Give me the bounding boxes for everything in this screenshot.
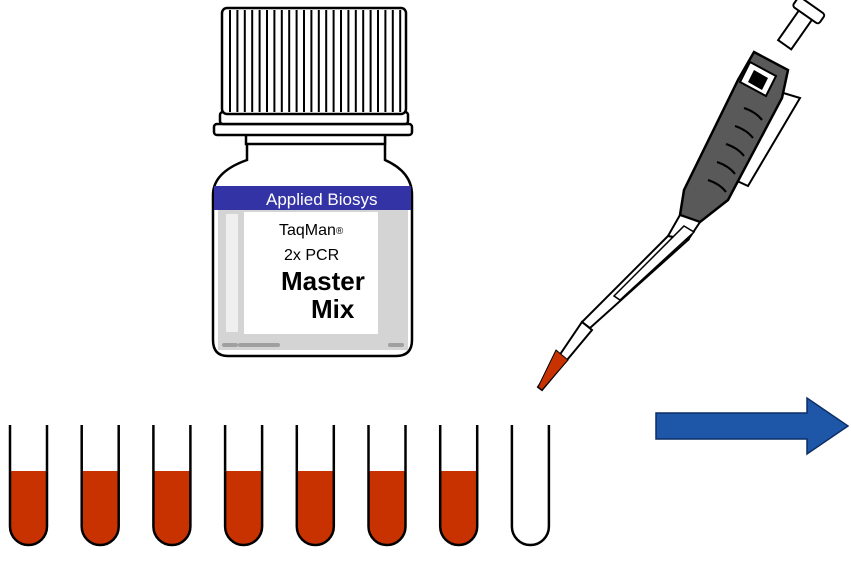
sample-tube [153, 425, 190, 545]
product-name: TaqMan [279, 222, 336, 239]
bottle-cap [222, 8, 406, 114]
pipette [538, 0, 825, 390]
sample-tube [10, 425, 47, 545]
pipette-ejector-rod [614, 226, 694, 300]
pipette-plunger [772, 0, 826, 54]
sample-tube [297, 425, 334, 545]
tube-liquid [440, 471, 477, 545]
sample-tube [369, 425, 406, 545]
pipette-tip-liquid [538, 350, 568, 390]
registered-mark: ® [336, 226, 344, 237]
sample-tube [440, 425, 477, 545]
tube-liquid [369, 471, 406, 545]
bottle-brand-text: Applied Biosys [266, 190, 378, 209]
sample-tube [225, 425, 262, 545]
bottle-product-line1: TaqMan® [279, 222, 344, 239]
tube-outline [512, 425, 549, 545]
sample-tube [512, 425, 549, 545]
tube-liquid [10, 471, 47, 545]
sample-tube [82, 425, 119, 545]
cap-rim-lower [214, 124, 412, 135]
bottle-product-line2: 2x PCR [284, 247, 339, 264]
next-step-arrow [656, 398, 848, 454]
bottle-highlight [226, 214, 238, 332]
tube-liquid [153, 471, 190, 545]
master-mix-bottle: Applied Biosys TaqMan® 2x PCR Master Mix [213, 8, 412, 356]
tube-liquid [82, 471, 119, 545]
tube-liquid [225, 471, 262, 545]
tube-rack [10, 425, 549, 545]
bottle-product-line4: Mix [311, 294, 355, 324]
tube-liquid [297, 471, 334, 545]
bottle-product-line3: Master [281, 266, 365, 296]
